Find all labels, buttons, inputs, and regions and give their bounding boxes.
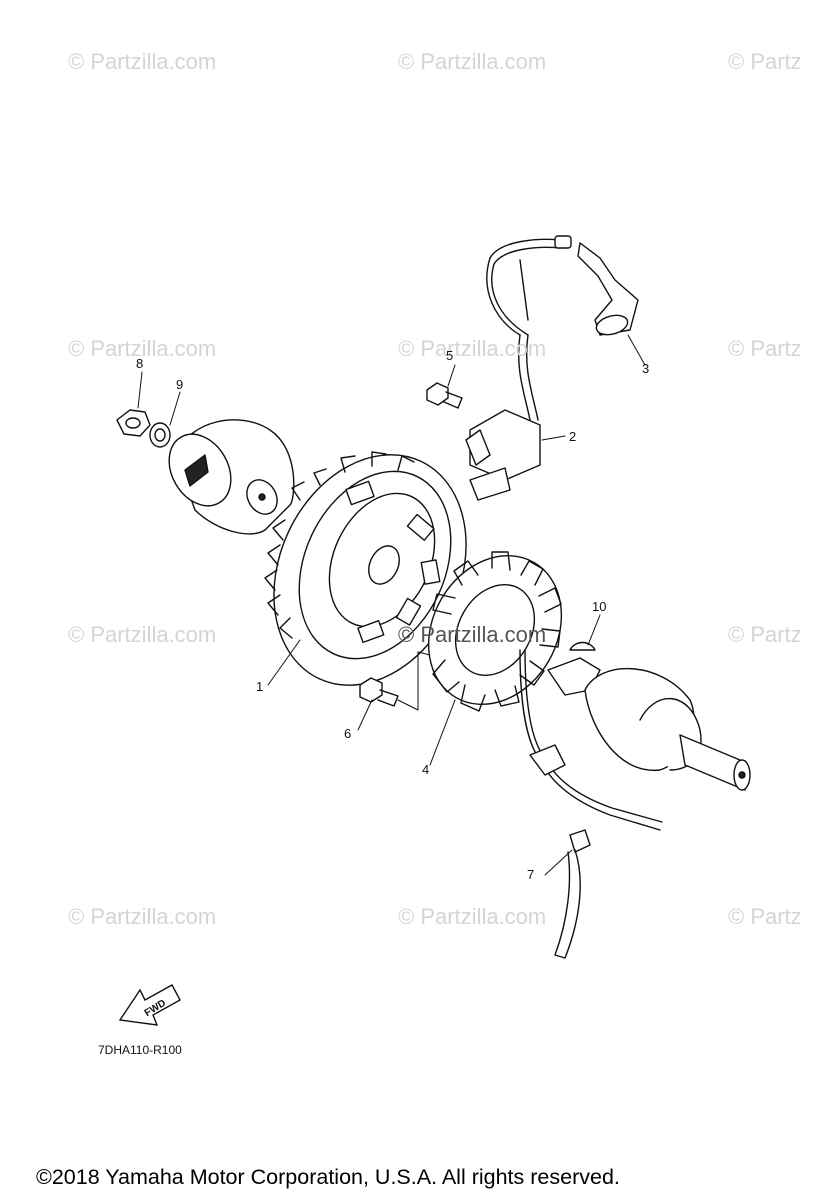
starter-pulley: [168, 419, 295, 535]
washer-part-9: [149, 422, 171, 448]
callout-9: 9: [176, 377, 184, 392]
watermark: © Partzilla.com: [68, 49, 217, 74]
watermark: © Partzilla.com: [398, 49, 547, 74]
watermark: © Partzilla.com: [398, 904, 547, 929]
watermark: © Partz: [728, 622, 802, 647]
key-part-10: [569, 641, 596, 651]
watermark: © Partzilla.com: [68, 904, 217, 929]
cable-tie-part-7: [554, 829, 591, 959]
copyright-notice: ©2018 Yamaha Motor Corporation, U.S.A. A…: [36, 1165, 620, 1189]
callout-3: 3: [642, 361, 650, 376]
watermark: © Partz: [728, 49, 802, 74]
callout-1: 1: [256, 679, 264, 694]
leader-lines: [137, 334, 646, 876]
flywheel-part-1: [264, 451, 467, 686]
watermark: © Partzilla.com: [68, 336, 217, 361]
bolt-part-5: [426, 382, 463, 409]
watermark-center: © Partzilla.com: [398, 622, 547, 647]
callout-6: 6: [344, 726, 352, 741]
diagram-code: 7DHA110-R100: [98, 1043, 182, 1057]
ignition-coil-part-2: [465, 235, 572, 501]
nut-part-8: [116, 409, 151, 437]
watermark: © Partzilla.com: [68, 622, 217, 647]
watermark: © Partzilla.com: [398, 336, 547, 361]
callout-8: 8: [136, 356, 144, 371]
crankshaft: [547, 657, 751, 791]
callout-5: 5: [446, 348, 454, 363]
callout-7: 7: [527, 867, 535, 882]
stator-part-4: [427, 551, 663, 831]
watermark: © Partz: [728, 336, 802, 361]
callout-10: 10: [592, 599, 607, 614]
callout-4: 4: [422, 762, 430, 777]
callout-2: 2: [569, 429, 577, 444]
fwd-arrow: [118, 984, 181, 1026]
watermark: © Partz: [728, 904, 802, 929]
plug-cap-part-3: [577, 242, 639, 336]
bolt-part-6: [359, 651, 431, 711]
